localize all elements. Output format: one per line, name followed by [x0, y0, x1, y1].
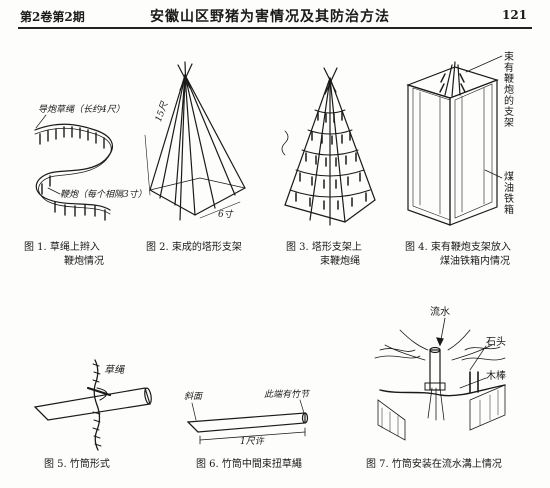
fig3-tower-with-ropes [281, 67, 376, 226]
fig4-oil-box [406, 55, 503, 226]
fig7-stone-label: 石头 [486, 337, 506, 348]
fig4-caption-line2: 煤油铁箱内情况 [440, 256, 510, 267]
fig7-water-label: 流水 [430, 307, 450, 318]
fig7-stream-installation [374, 317, 506, 441]
fig6-bamboo-tube-rope [186, 399, 309, 445]
fig1-rope-label: 导炮草绳（长约4尺） [38, 105, 125, 115]
fig3-caption-line1: 图 3. 塔形支架上 [286, 242, 362, 253]
fig4-box-label: 煤油铁箱 [504, 172, 514, 216]
fig6-length-label: 1尺许 [240, 437, 264, 447]
fig2-caption: 图 2. 束成的塔形支架 [146, 242, 242, 253]
fig5-bamboo-tube [33, 359, 152, 451]
fig6-node-label: 此端有竹节 [264, 390, 310, 400]
fig6-slant-label: 斜面 [184, 392, 203, 402]
fig5-rope-label: 草绳 [104, 365, 124, 376]
fig1-rope-illustration [34, 114, 113, 221]
fig3-caption-line2: 束鞭炮绳 [320, 256, 360, 267]
fig7-stick-label: 木棒 [486, 371, 506, 382]
fig1-caption-line1: 图 1. 草绳上辫入 [24, 242, 100, 253]
fig4-frame-label: 束有鞭炮的支架 [504, 52, 514, 129]
issue-label: 第2卷第2期 [20, 10, 85, 24]
fig1-firecracker-label: 鞭炮（每个相隔3寸） [60, 190, 147, 200]
fig5-caption: 图 5. 竹筒形式 [44, 459, 110, 470]
page-title: 安徽山区野猪为害情况及其防治方法 [150, 9, 390, 25]
fig6-caption: 图 6. 竹筒中間束扭草繩 [196, 459, 302, 470]
fig2-tower-frame [144, 61, 246, 221]
fig2-base-label: 6寸 [218, 210, 233, 220]
header-rule [18, 27, 532, 29]
fig1-caption-line2: 鞭炮情况 [64, 256, 104, 267]
fig4-caption-line1: 图 4. 束有鞭炮支架放入 [405, 242, 511, 253]
page-number: 121 [502, 8, 528, 22]
fig7-caption: 图 7. 竹筒安装在流水溝上情况 [366, 459, 502, 470]
